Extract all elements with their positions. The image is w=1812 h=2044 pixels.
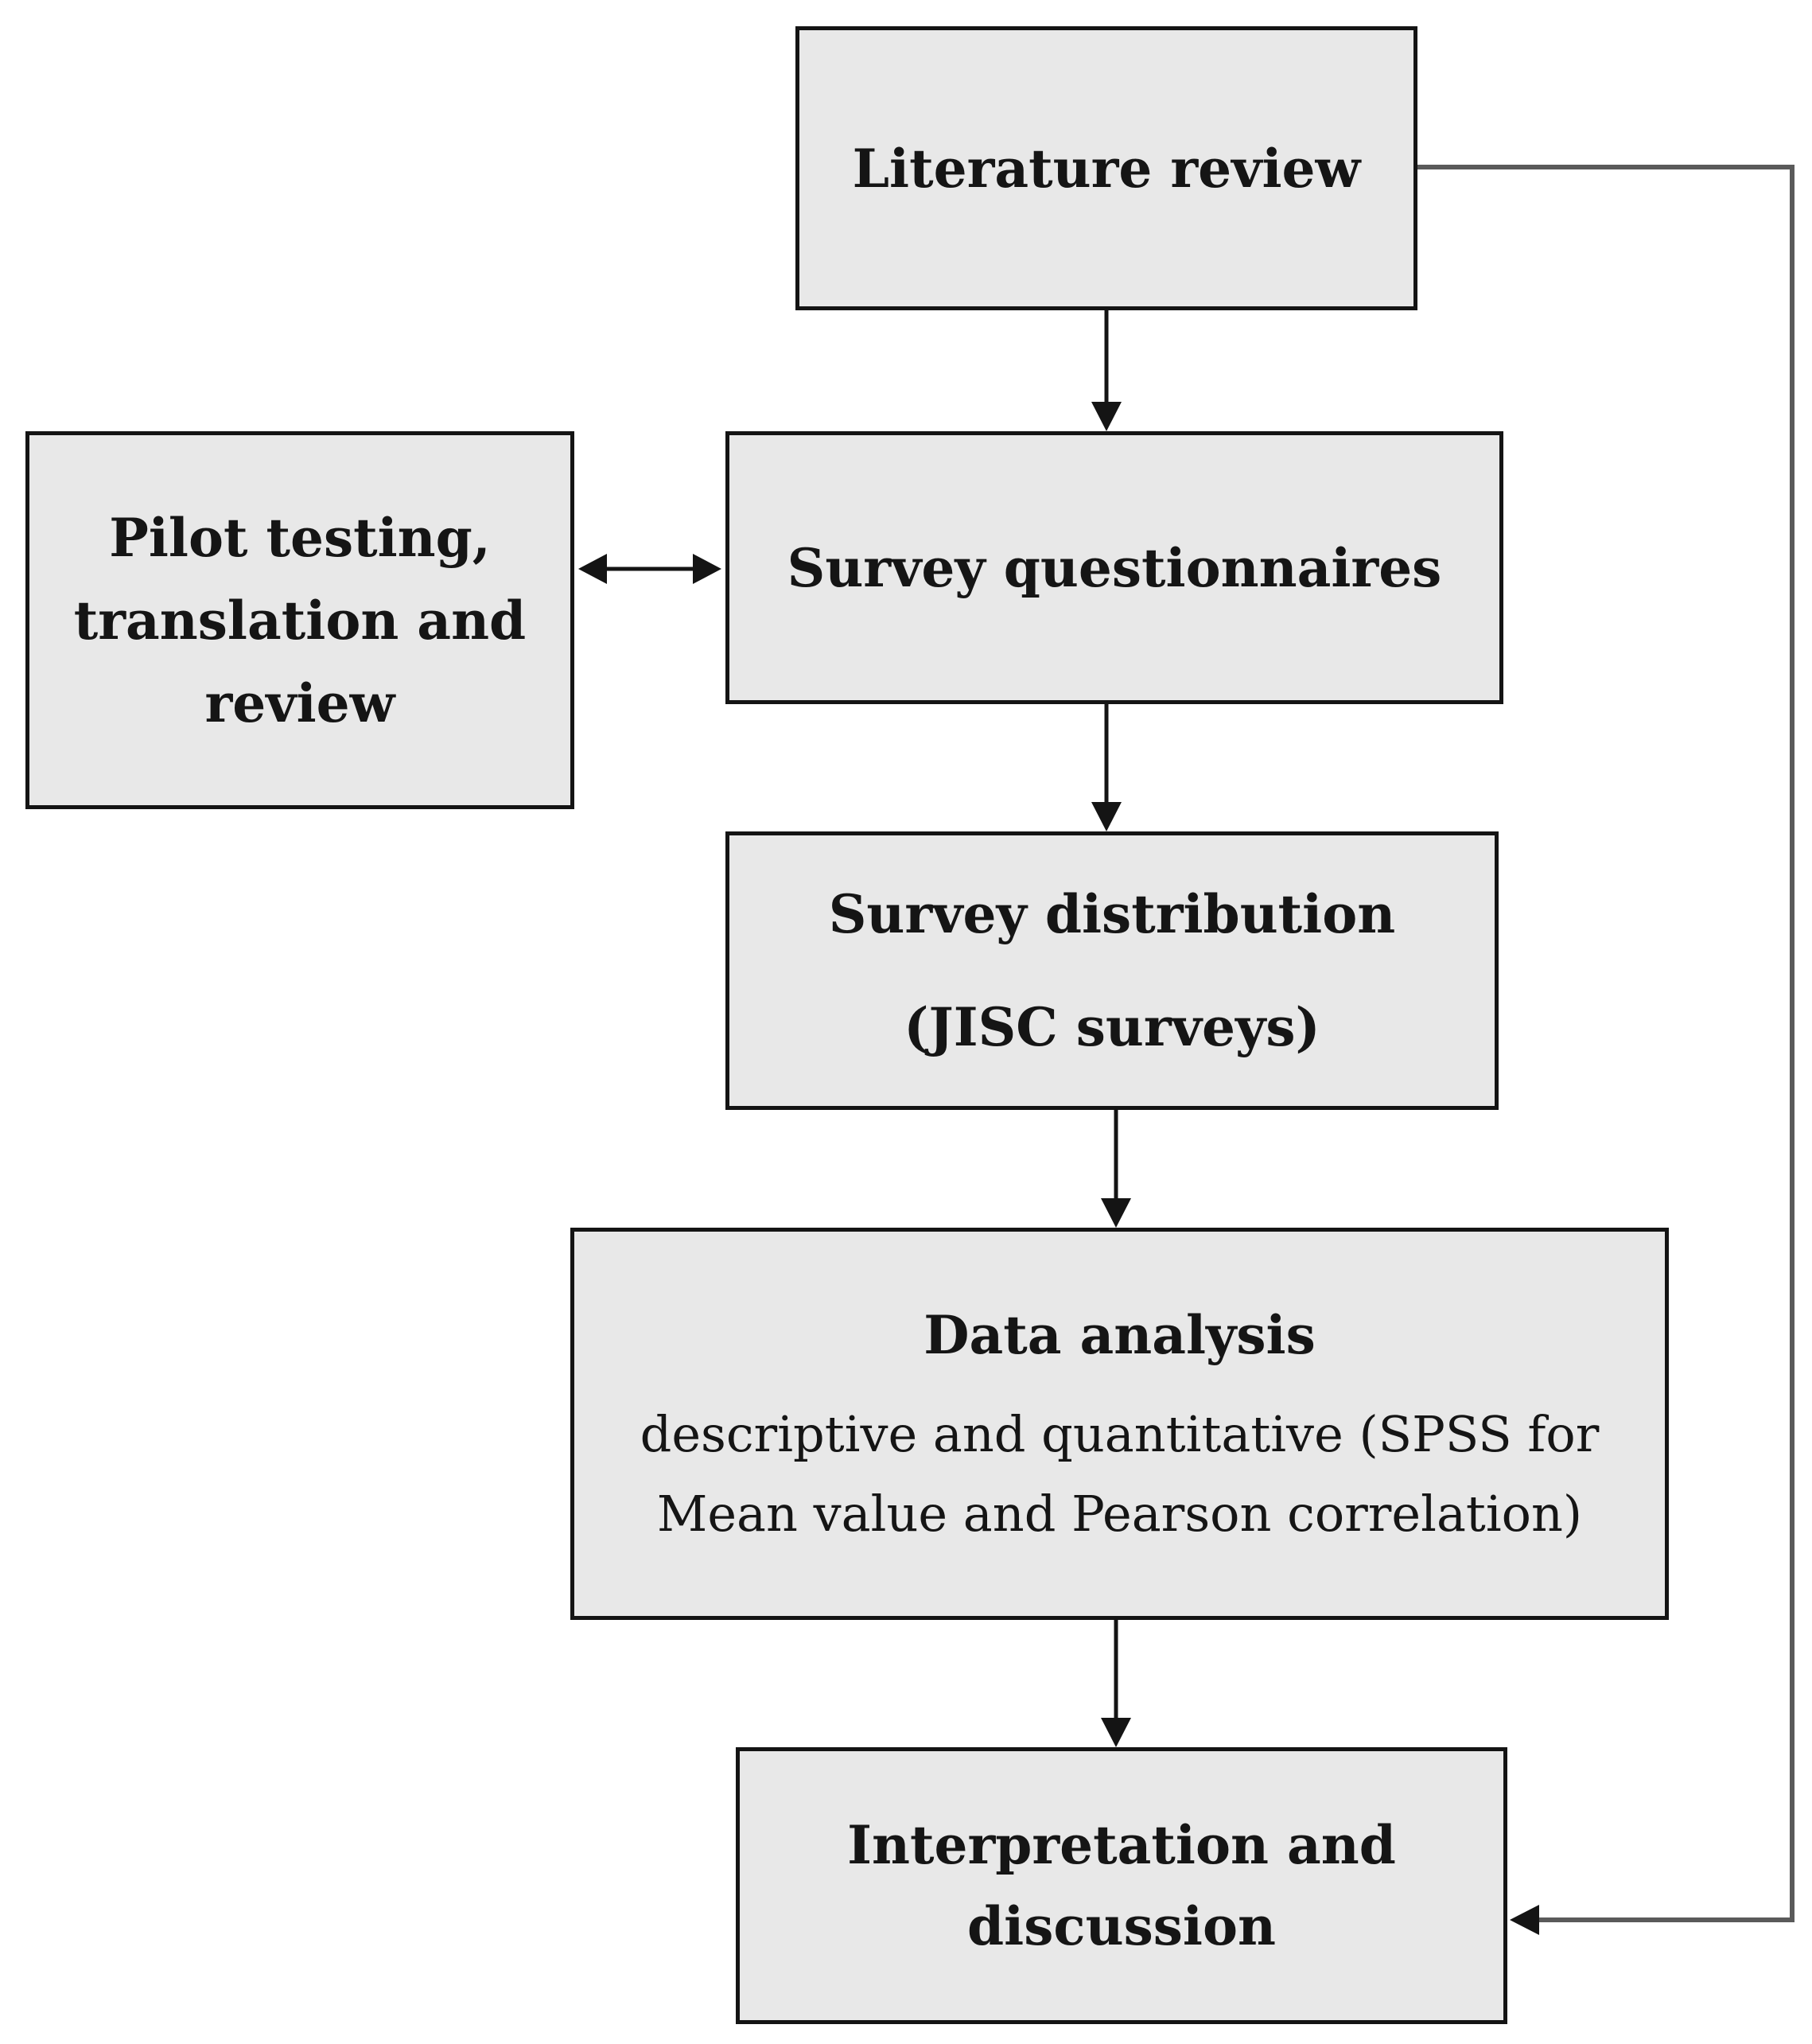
arrow-distribution-to-analysis bbox=[1101, 1110, 1131, 1228]
survey-distribution-subtitle: (JISC surveys) bbox=[904, 996, 1320, 1058]
data-analysis-line-1: descriptive and quantitative (SPSS for bbox=[640, 1404, 1600, 1463]
data-analysis-line-2: Mean value and Pearson correlation) bbox=[656, 1484, 1583, 1543]
arrow-questionnaires-to-distribution bbox=[1091, 704, 1122, 831]
survey-distribution-box: Survey distribution (JISC surveys) bbox=[725, 831, 1499, 1110]
pilot-testing-line-2: translation and bbox=[73, 589, 527, 652]
interpretation-line-1: Interpretation and bbox=[847, 1814, 1396, 1876]
double-arrow-pilot-questionnaires bbox=[578, 554, 721, 584]
data-analysis-box: Data analysis descriptive and quantitati… bbox=[570, 1228, 1669, 1620]
literature-review-box: Literature review bbox=[795, 26, 1417, 310]
interpretation-box: Interpretation and discussion bbox=[736, 1747, 1507, 2024]
pilot-testing-line-1: Pilot testing, bbox=[109, 506, 491, 569]
pilot-testing-line-3: review bbox=[204, 672, 395, 734]
survey-questionnaires-box: Survey questionnaires bbox=[725, 431, 1503, 704]
pilot-testing-box: Pilot testing, translation and review bbox=[25, 431, 574, 809]
literature-review-title: Literature review bbox=[852, 137, 1361, 200]
arrow-literature-to-questionnaires bbox=[1091, 310, 1122, 431]
data-analysis-title: Data analysis bbox=[923, 1303, 1316, 1366]
survey-distribution-title: Survey distribution bbox=[828, 883, 1396, 945]
interpretation-line-2: discussion bbox=[967, 1895, 1276, 1957]
arrow-analysis-to-interpretation bbox=[1101, 1620, 1131, 1747]
survey-questionnaires-title: Survey questionnaires bbox=[787, 536, 1442, 599]
